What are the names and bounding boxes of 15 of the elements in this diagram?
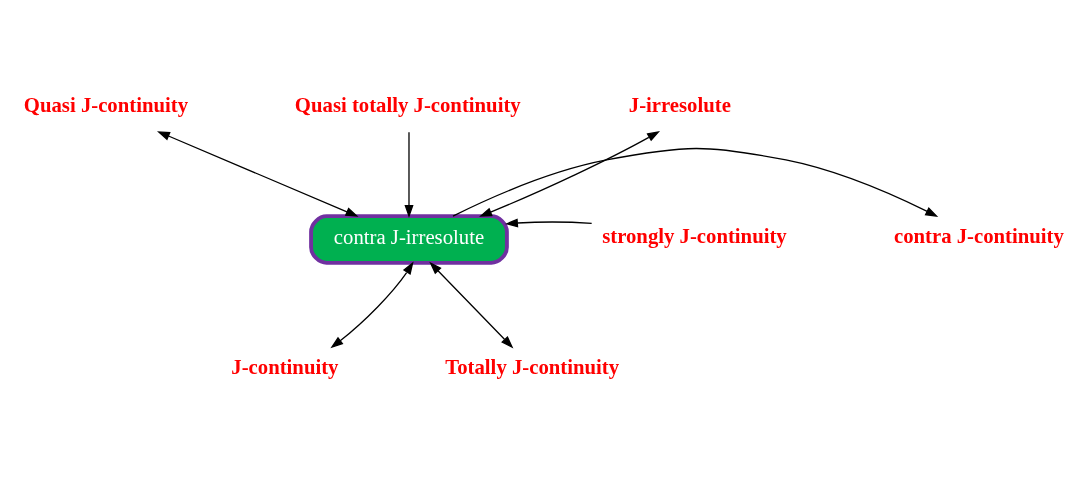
node-text: J-continuity bbox=[231, 356, 339, 379]
arrow bbox=[452, 147, 939, 217]
arrow bbox=[330, 261, 414, 349]
node-text: strongly J-continuity bbox=[602, 225, 787, 248]
arrow bbox=[404, 131, 414, 219]
node-text: Quasi totally J-continuity bbox=[294, 94, 521, 117]
node-text: J-irresolute bbox=[628, 94, 731, 117]
arrow bbox=[479, 130, 661, 217]
node-text: Quasi J-continuity bbox=[23, 94, 189, 117]
node-box: contra J-irresolute bbox=[309, 214, 509, 265]
arrow bbox=[505, 218, 593, 228]
arrow bbox=[429, 261, 514, 349]
node-text: contra J-continuity bbox=[893, 225, 1064, 248]
arrow bbox=[156, 131, 359, 217]
node-text: Totally J-continuity bbox=[445, 356, 620, 379]
